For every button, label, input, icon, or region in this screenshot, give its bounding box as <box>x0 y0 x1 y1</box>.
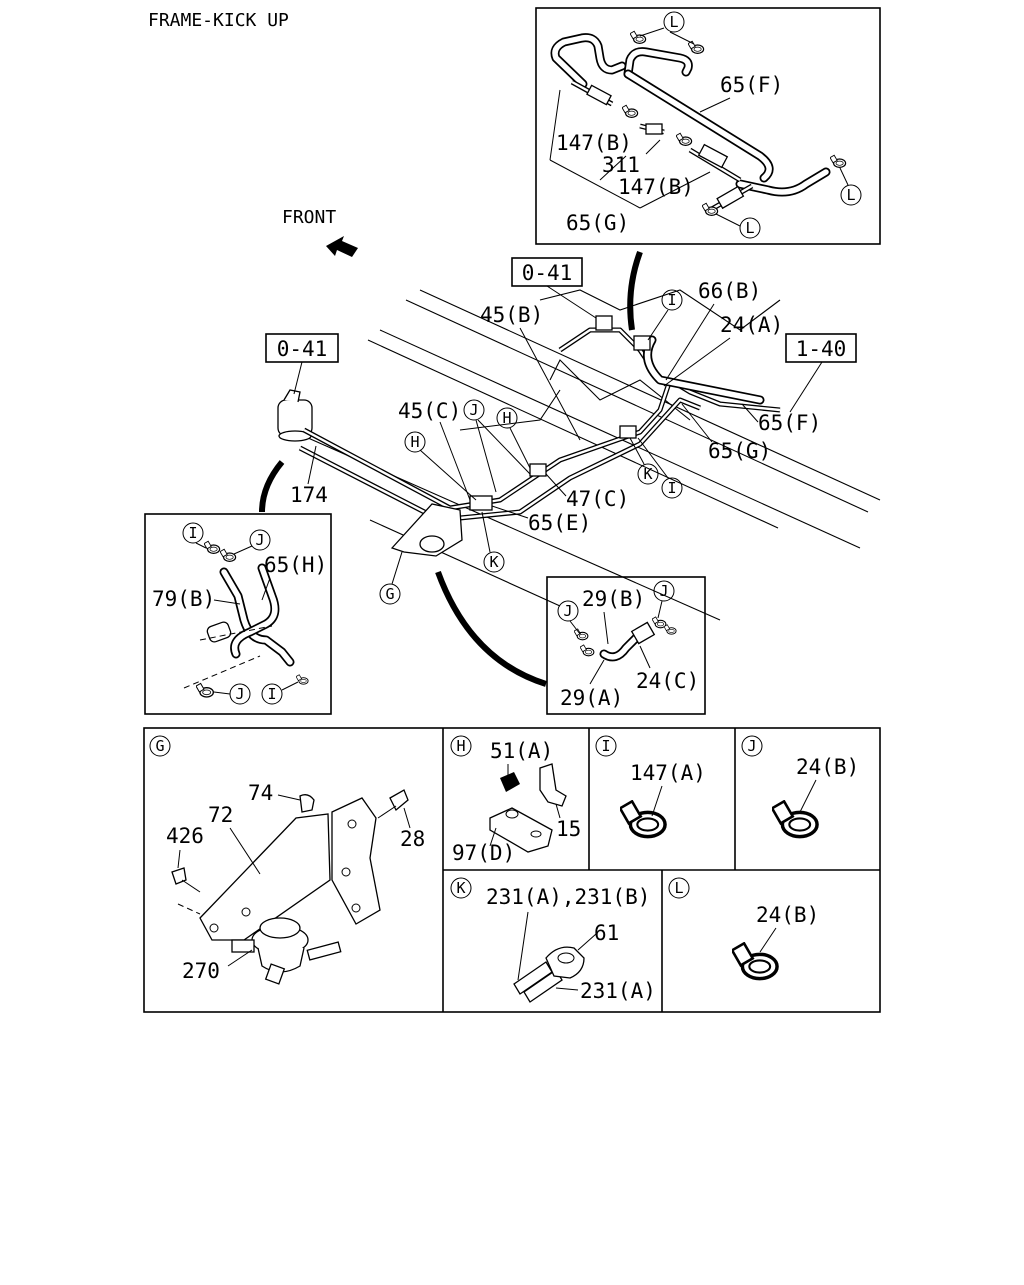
panel-k: K 231(A),231(B) 61 231(A) <box>450 877 656 1003</box>
label-24a: 24(A) <box>720 313 783 337</box>
label-174: 174 <box>290 483 328 507</box>
callout-I-left-2: I <box>267 685 276 703</box>
detail-panels <box>143 727 881 1013</box>
label-65g-inset: 65(G) <box>566 211 629 235</box>
callout-L-inset-3: L <box>745 219 754 237</box>
label-29a: 29(A) <box>560 686 623 710</box>
label-97d: 97(D) <box>452 841 515 865</box>
inset-top-hoses: L L L 65(F) 147(B) 311 147(B) 65(G) <box>535 7 881 245</box>
callout-J-left-1: J <box>255 531 264 549</box>
label-147b-inset-1: 147(B) <box>556 131 632 155</box>
inset-left-hose: I J J I 65(H) 79(B) <box>144 513 332 715</box>
label-65f-inset: 65(F) <box>720 73 783 97</box>
callout-G-main: G <box>385 585 394 603</box>
label-28: 28 <box>400 827 425 851</box>
label-311-inset: 311 <box>602 153 640 177</box>
inset-top-frame <box>535 7 881 245</box>
callout-L-inset-1: L <box>669 13 678 31</box>
label-45c: 45(C) <box>398 399 461 423</box>
label-270: 270 <box>182 959 220 983</box>
label-65f: 65(F) <box>758 411 821 435</box>
panel-h-callout: H <box>456 737 465 755</box>
label-79b: 79(B) <box>152 587 215 611</box>
callout-L-inset-2: L <box>846 186 855 204</box>
callout-I-main-1: I <box>667 291 676 309</box>
label-15: 15 <box>556 817 581 841</box>
label-65g: 65(G) <box>708 439 771 463</box>
panel-j: J 24(B) <box>741 735 859 839</box>
panel-g-callout: G <box>155 737 164 755</box>
panel-i-callout: I <box>601 737 610 755</box>
label-29b: 29(B) <box>582 587 645 611</box>
front-label: FRONT <box>282 207 336 228</box>
callout-H-main-2: H <box>410 433 419 451</box>
callout-I-main-2: I <box>667 479 676 497</box>
callout-I-left-1: I <box>188 524 197 542</box>
label-74: 74 <box>248 781 273 805</box>
label-47c: 47(C) <box>566 487 629 511</box>
label-231a: 231(A) <box>580 979 656 1003</box>
ref-0-41-top: 0-41 <box>522 261 573 285</box>
label-65h: 65(H) <box>264 553 327 577</box>
panel-l-callout: L <box>674 879 683 897</box>
ref-0-41-left: 0-41 <box>277 337 328 361</box>
panel-h: H 51(A) 97(D) 15 <box>450 735 581 865</box>
callout-H-main-1: H <box>502 409 511 427</box>
callout-J-main: J <box>469 401 478 419</box>
label-51a: 51(A) <box>490 739 553 763</box>
label-61: 61 <box>594 921 619 945</box>
inset-right-hose: J J 29(B) 29(A) 24(C) <box>546 576 706 715</box>
callout-K-main-1: K <box>643 465 652 483</box>
main-frame-assembly: 0-41 0-41 1-40 H H J I K I K G 174 <box>259 250 881 687</box>
label-72: 72 <box>208 803 233 827</box>
label-147a: 147(A) <box>630 761 706 785</box>
label-147b-inset-2: 147(B) <box>618 175 694 199</box>
label-24b-l: 24(B) <box>756 903 819 927</box>
label-231ab: 231(A),231(B) <box>486 885 650 909</box>
callout-K-main-2: K <box>489 553 498 571</box>
callout-J-right-1: J <box>563 602 572 620</box>
callout-J-left-2: J <box>235 685 244 703</box>
panel-k-callout: K <box>456 879 465 897</box>
label-24c: 24(C) <box>636 669 699 693</box>
label-426: 426 <box>166 824 204 848</box>
panel-l: L 24(B) <box>668 877 819 981</box>
ref-1-40: 1-40 <box>796 337 847 361</box>
page-title: FRAME-KICK UP <box>148 10 289 31</box>
panel-i: I 147(A) <box>595 735 706 839</box>
callout-J-right-2: J <box>659 582 668 600</box>
label-24b-j: 24(B) <box>796 755 859 779</box>
label-65e: 65(E) <box>528 511 591 535</box>
panel-g: G 74 72 426 28 270 <box>149 735 425 985</box>
front-arrow-icon <box>326 236 358 257</box>
label-45b: 45(B) <box>480 303 543 327</box>
label-66b: 66(B) <box>698 279 761 303</box>
panel-j-callout: J <box>747 737 756 755</box>
